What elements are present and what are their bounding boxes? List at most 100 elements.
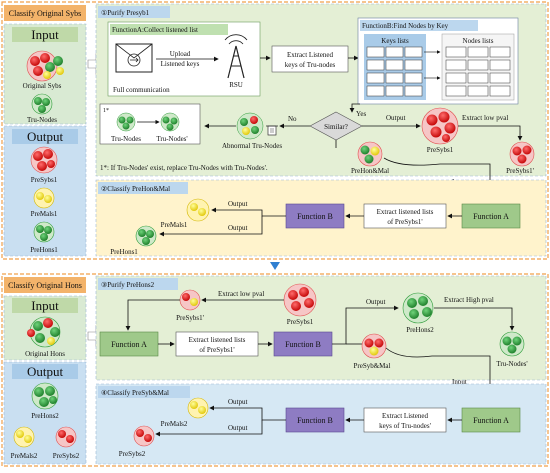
bottom-out1: PreHons2 [31,412,59,420]
abnormal-tru-nodes-cluster [236,112,264,140]
listened-keys-label: Listened keys [161,60,200,68]
function-b-box-top [285,203,345,229]
output-label-top: Output [386,114,406,122]
rsu-label: RSU [229,81,243,89]
premals2-label-step4: PreMals2 [161,420,188,428]
top-input-label: Input [31,27,59,42]
bottom-panel-border [1,273,549,467]
function-a-label-step3: Function A [111,340,147,349]
presybs1-big-cluster [421,107,459,145]
function-a-box-step3 [99,331,159,357]
funcA-title: FunctionA:Collect listened list [112,26,198,34]
bottom-out2: PreMals2 [11,452,38,460]
rsu-antenna-icon [224,34,248,79]
prehon-mal-cluster [357,141,383,167]
tru-nodes-p-label-step3: Tru-Nodes' [496,360,527,368]
top-prehons1-cluster [33,221,55,243]
prehons1-label-step2: PreHons1 [110,248,138,256]
top-original-label: Original Sybs [23,82,62,90]
full-comm-label: Full communication [113,86,170,94]
nodes-grid [445,46,511,97]
top-presybs1-cluster [30,146,58,174]
step3-label-bg [98,278,178,290]
tru-nodes-p-cluster-step3 [499,331,525,357]
presybs1p-label-step3: PreSybs1' [176,314,204,322]
extract-lists-box-step3 [175,331,259,357]
tru-nodes-small-cluster [116,112,136,132]
input-label-step3: Input [452,378,467,386]
extract-lists-line2-step3: of PreSybs1' [199,346,234,354]
funcB-to-prehons2-arrow [332,305,399,345]
presybs1p-to-funcA-arrow [125,299,180,331]
to-presybs1p-arrow [458,125,523,141]
middle-down-arrow [270,262,280,270]
nodes-lists-label: Nodes lists [463,37,494,45]
bottom-input-label: Input [31,298,59,313]
funcB-output-branch-2 [159,216,263,237]
output-label-step3: Output [366,298,386,306]
step2-label-bg [98,182,188,194]
presybs2-label-step4: PreSybs2 [119,450,146,458]
bottom-original-hons-cluster [27,316,61,348]
funcB-title-bg [360,20,478,31]
top-out3: PreHons1 [30,246,58,254]
top-left-title-bg [4,5,86,21]
top-output-label-bg [12,129,78,144]
top-original-sybs-cluster [26,50,64,82]
presyb-mal-label: PreSyb&Mal [354,362,391,370]
prehon-to-input-line [383,157,493,201]
extract-keys-line2: keys of Tru-nodes [285,61,336,69]
keys-lists-label: Keys lists [381,37,409,45]
bottom-step3-section [95,275,547,381]
presyb-mal-to-funcA-line [385,347,493,405]
upload-label: Upload [170,50,191,58]
extract-lists-line1-top: Extract listened lists [377,208,434,216]
no-label: No [288,115,297,123]
keys-grid [366,46,423,97]
similar-label: Similar? [324,123,348,131]
bottom-output-label-bg [12,364,78,379]
extract-low-label-top: Extract low pval [462,114,508,122]
prehons2-cluster-step3 [402,292,434,324]
function-b-label-step3: Function B [285,340,321,349]
tru-nodes-label: Tru-Nodes [111,135,141,143]
top-input-label-bg [12,27,78,42]
extract-lists-line1-step3: Extract listened lists [189,336,246,344]
extract-lists-box-top [363,203,447,229]
presybs2-cluster-step4 [133,425,155,447]
step4-label-bg [98,386,190,398]
function-b-label-step4: Function B [297,416,333,425]
top-output-label: Output [27,129,64,144]
bottom-prehons2-cluster [31,382,59,410]
presybs1p-cluster [509,141,535,167]
step4-label: ④Classify PreSyb&Mal [101,389,169,397]
envelope-icon [115,43,153,73]
extract-keys-box [271,45,349,73]
top-out1: PreSybs1 [31,176,58,184]
extract-keys-line2-step4: keys of Tru-nodes' [379,422,431,430]
presybs1-label-step3: PreSybs1 [287,318,314,326]
bottom-original-label: Original Hons [25,350,65,358]
prehons2-to-tru-arrow [434,307,515,331]
extract-lists-line2-top: of PreSybs1' [387,218,422,226]
tru-nodes-p-small-cluster [160,112,180,132]
bottom-presybs2-cluster [55,426,77,448]
premals1-label-step2: PreMals1 [161,221,188,229]
step3-label: ③Purify PreHons2 [101,281,155,289]
prehons1-cluster-step2 [135,225,157,247]
top-tru-nodes-cluster [31,93,53,115]
presybs1p-cluster-step3 [179,289,201,311]
presybs1-label-top: PreSybs1 [427,146,454,154]
output-b-top: Output [228,224,248,232]
top-panel-border [1,1,549,260]
bottom-panel-title: Classify Original Hons [8,281,82,290]
bottom-left-title-bg [4,277,86,293]
presyb-mal-cluster [361,333,387,359]
function-a-box-step4 [461,407,521,433]
abnormal-label: Abnormal Tru-Nodes [222,142,282,150]
footnote-mark: 1* [103,108,109,114]
funcB-output-branch2-step4 [155,420,263,437]
output-b-step4: Output [228,424,248,432]
bottom-input-label-bg [12,298,78,313]
